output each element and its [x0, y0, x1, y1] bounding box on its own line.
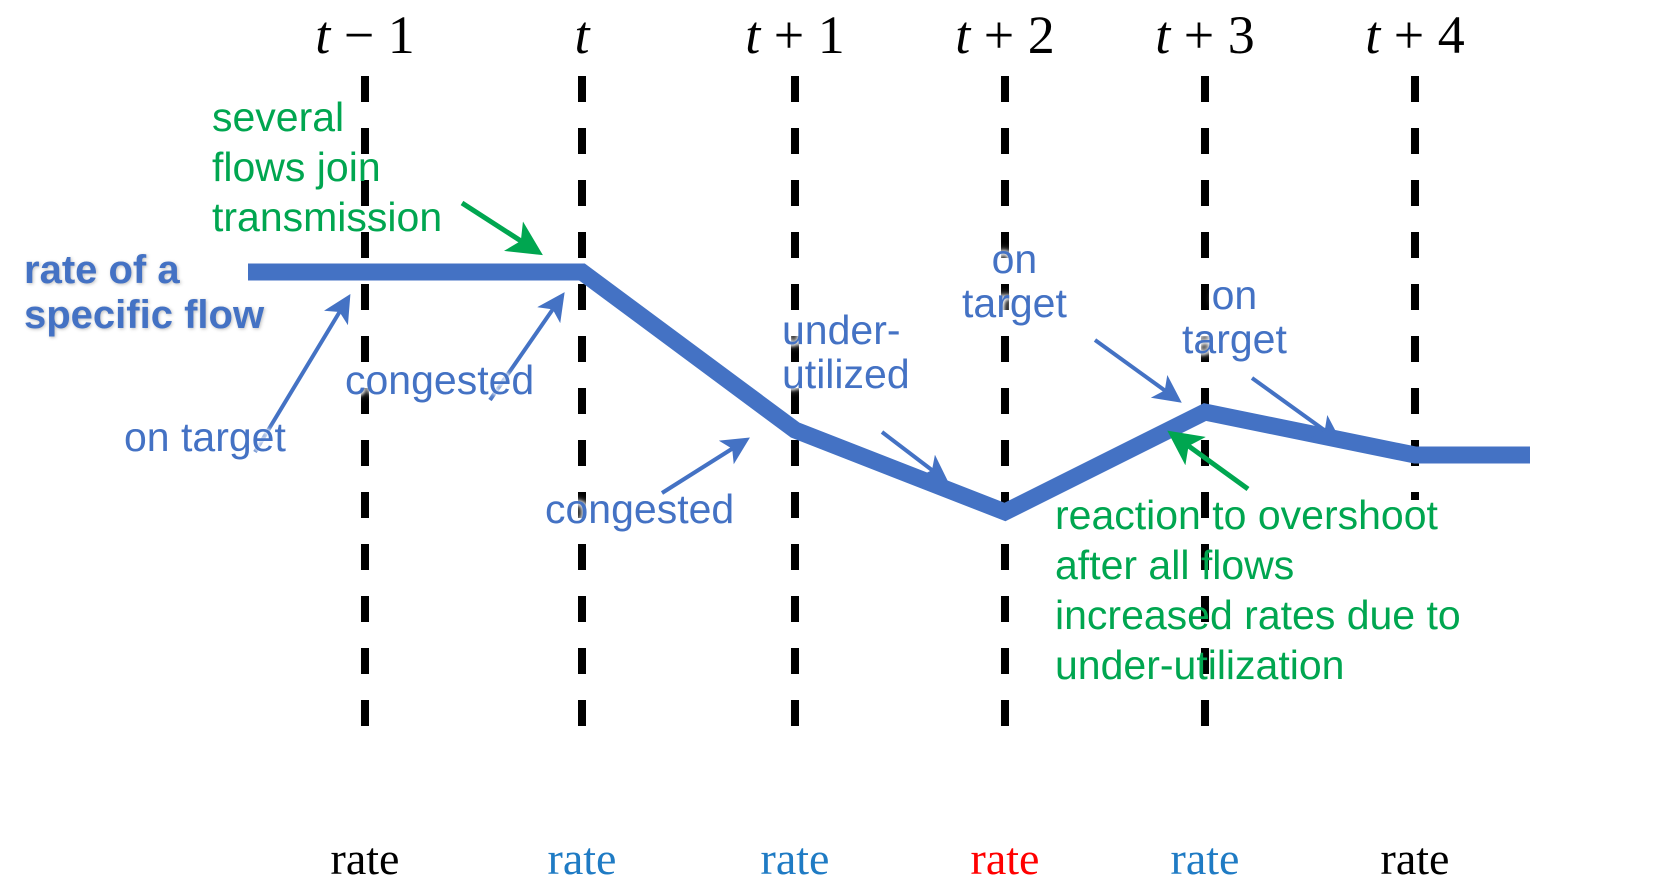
time-label-t-plus-3: t + 3: [1155, 8, 1254, 62]
rate-label: rate: [547, 832, 617, 884]
time-label-base: t: [574, 5, 590, 65]
time-label-num: 1: [817, 5, 845, 65]
rate-cell-t-plus-1: rate ×0. 94: [730, 712, 859, 885]
time-label-t-plus-2: t + 2: [955, 8, 1054, 62]
rate-cell-t-minus-1: rate ×1: [331, 712, 400, 885]
time-label-t-minus-1: t − 1: [315, 8, 414, 62]
annotation-flows-join: several flows join transmission: [212, 94, 443, 241]
annotation-overshoot-reaction: reaction to overshoot after all flows in…: [1055, 492, 1461, 689]
rate-label: rate: [1380, 832, 1450, 884]
time-label-op: −: [330, 5, 388, 65]
annotation-under-utilized: under- utilized: [782, 307, 910, 398]
rate-label: rate: [330, 832, 400, 884]
time-label-base: t: [315, 5, 331, 65]
time-label-op: +: [970, 5, 1028, 65]
arrow-congested-1: [488, 292, 565, 402]
rate-cell-t-plus-4: rate ×1: [1381, 712, 1450, 885]
arrow-on-target-2: [1093, 338, 1182, 403]
arrow-flows-join: [460, 200, 543, 256]
series-title: rate of a specific flow: [24, 248, 265, 337]
arrow-on-target-1: [253, 294, 351, 454]
time-label-op: +: [1380, 5, 1438, 65]
annotation-on-target-2: on target: [962, 236, 1067, 327]
green-arrow-group: [460, 200, 1250, 492]
rate-label: rate: [970, 832, 1040, 884]
annotation-congested-1: congested: [345, 357, 535, 403]
rate-cell-t-plus-2: rate ×1.15: [947, 712, 1063, 885]
time-label-t-plus-1: t + 1: [745, 8, 844, 62]
time-label-base: t: [1365, 5, 1381, 65]
rate-cell-t: rate ×0.9: [537, 712, 628, 885]
annotation-on-target-1: on target: [124, 414, 286, 460]
time-label-op: +: [1170, 5, 1228, 65]
rate-label: rate: [1170, 832, 1240, 884]
time-label-num: 3: [1227, 5, 1255, 65]
time-label-base: t: [955, 5, 971, 65]
time-label-num: 2: [1027, 5, 1055, 65]
annotation-congested-2: congested: [545, 486, 735, 532]
annotation-on-target-3: on target: [1182, 272, 1287, 363]
time-label-base: t: [745, 5, 761, 65]
time-label-num: 4: [1437, 5, 1465, 65]
rate-polyline: [248, 263, 1530, 522]
time-label-t: t: [574, 8, 589, 62]
time-label-op: +: [760, 5, 818, 65]
rate-cell-t-plus-3: rate ×0.92: [1147, 712, 1263, 885]
blue-arrow-group: [253, 292, 1342, 495]
arrow-congested-2: [660, 437, 750, 495]
rate-label: rate: [760, 832, 830, 884]
time-label-base: t: [1155, 5, 1171, 65]
time-label-t-plus-4: t + 4: [1365, 8, 1464, 62]
arrow-under-utilized: [880, 430, 949, 483]
arrow-overshoot: [1167, 430, 1250, 492]
time-label-num: 1: [387, 5, 415, 65]
arrow-on-target-3: [1250, 376, 1342, 443]
